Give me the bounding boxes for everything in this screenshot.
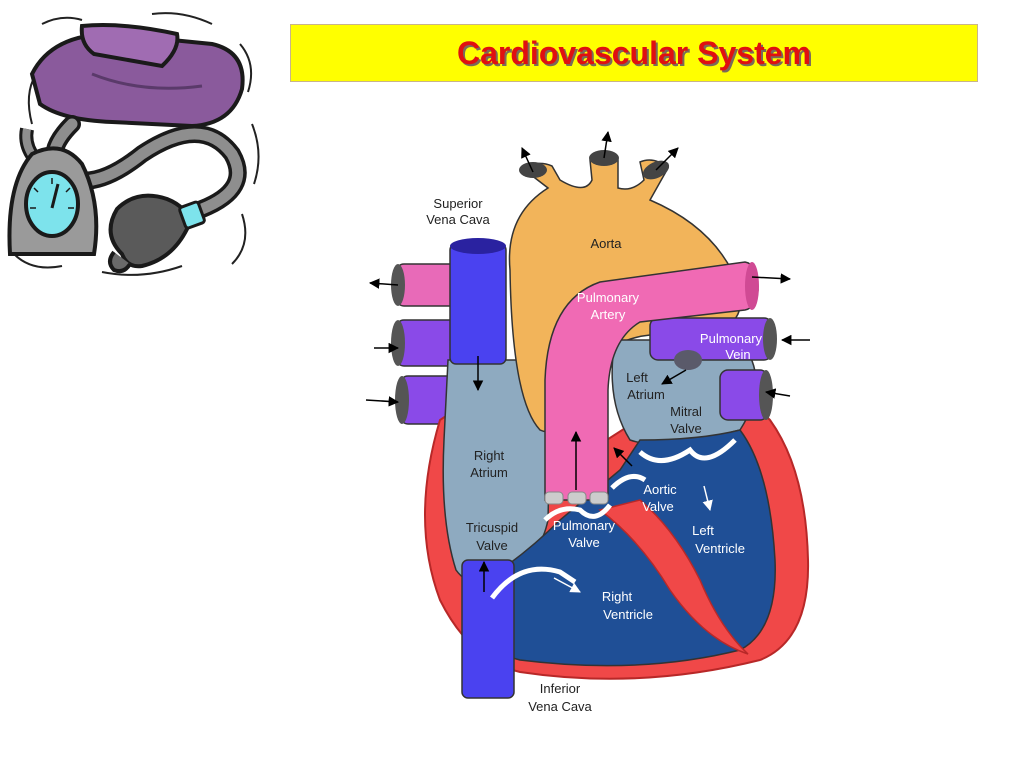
label-pulmonary-valve-2: Valve	[568, 535, 600, 550]
label-pulmonary-valve-1: Pulmonary	[553, 518, 616, 533]
heart-valves	[489, 438, 737, 600]
blood-pressure-monitor-icon	[7, 12, 260, 276]
label-superior-vena-cava-1: Superior	[433, 196, 483, 211]
vena-cava	[449, 238, 515, 699]
label-superior-vena-cava-2: Vena Cava	[426, 212, 490, 227]
label-right-atrium-2: Atrium	[470, 465, 508, 480]
left-pulmonary-vessels	[649, 317, 777, 421]
label-inferior-vena-cava-2: Vena Cava	[528, 699, 592, 714]
label-left-atrium-2: Atrium	[627, 387, 665, 402]
slide-title: Cardiovascular System	[457, 34, 811, 71]
label-tricuspid-valve-1: Tricuspid	[466, 520, 518, 535]
label-pulmonary-vein-2: Vein	[725, 347, 750, 362]
label-right-ventricle-1: Right	[602, 589, 633, 604]
label-aortic-valve-2: Valve	[642, 499, 674, 514]
label-mitral-valve-2: Valve	[670, 421, 702, 436]
label-mitral-valve-1: Mitral	[670, 404, 702, 419]
label-tricuspid-valve-2: Valve	[476, 538, 508, 553]
label-left-ventricle-1: Left	[692, 523, 714, 538]
label-right-ventricle-2: Ventricle	[603, 607, 653, 622]
label-inferior-vena-cava-1: Inferior	[540, 681, 581, 696]
label-aorta: Aorta	[590, 236, 622, 251]
slide-title-box: Cardiovascular System	[290, 24, 978, 82]
label-left-atrium-1: Left	[626, 370, 648, 385]
label-pulmonary-artery-1: Pulmonary	[577, 290, 640, 305]
label-right-atrium-1: Right	[474, 448, 505, 463]
label-left-ventricle-2: Ventricle	[695, 541, 745, 556]
flow-arrows	[365, 130, 810, 592]
label-aortic-valve-1: Aortic	[643, 482, 677, 497]
label-pulmonary-artery-2: Artery	[591, 307, 626, 322]
septum	[598, 499, 749, 655]
label-pulmonary-vein-1: Pulmonary	[700, 331, 763, 346]
